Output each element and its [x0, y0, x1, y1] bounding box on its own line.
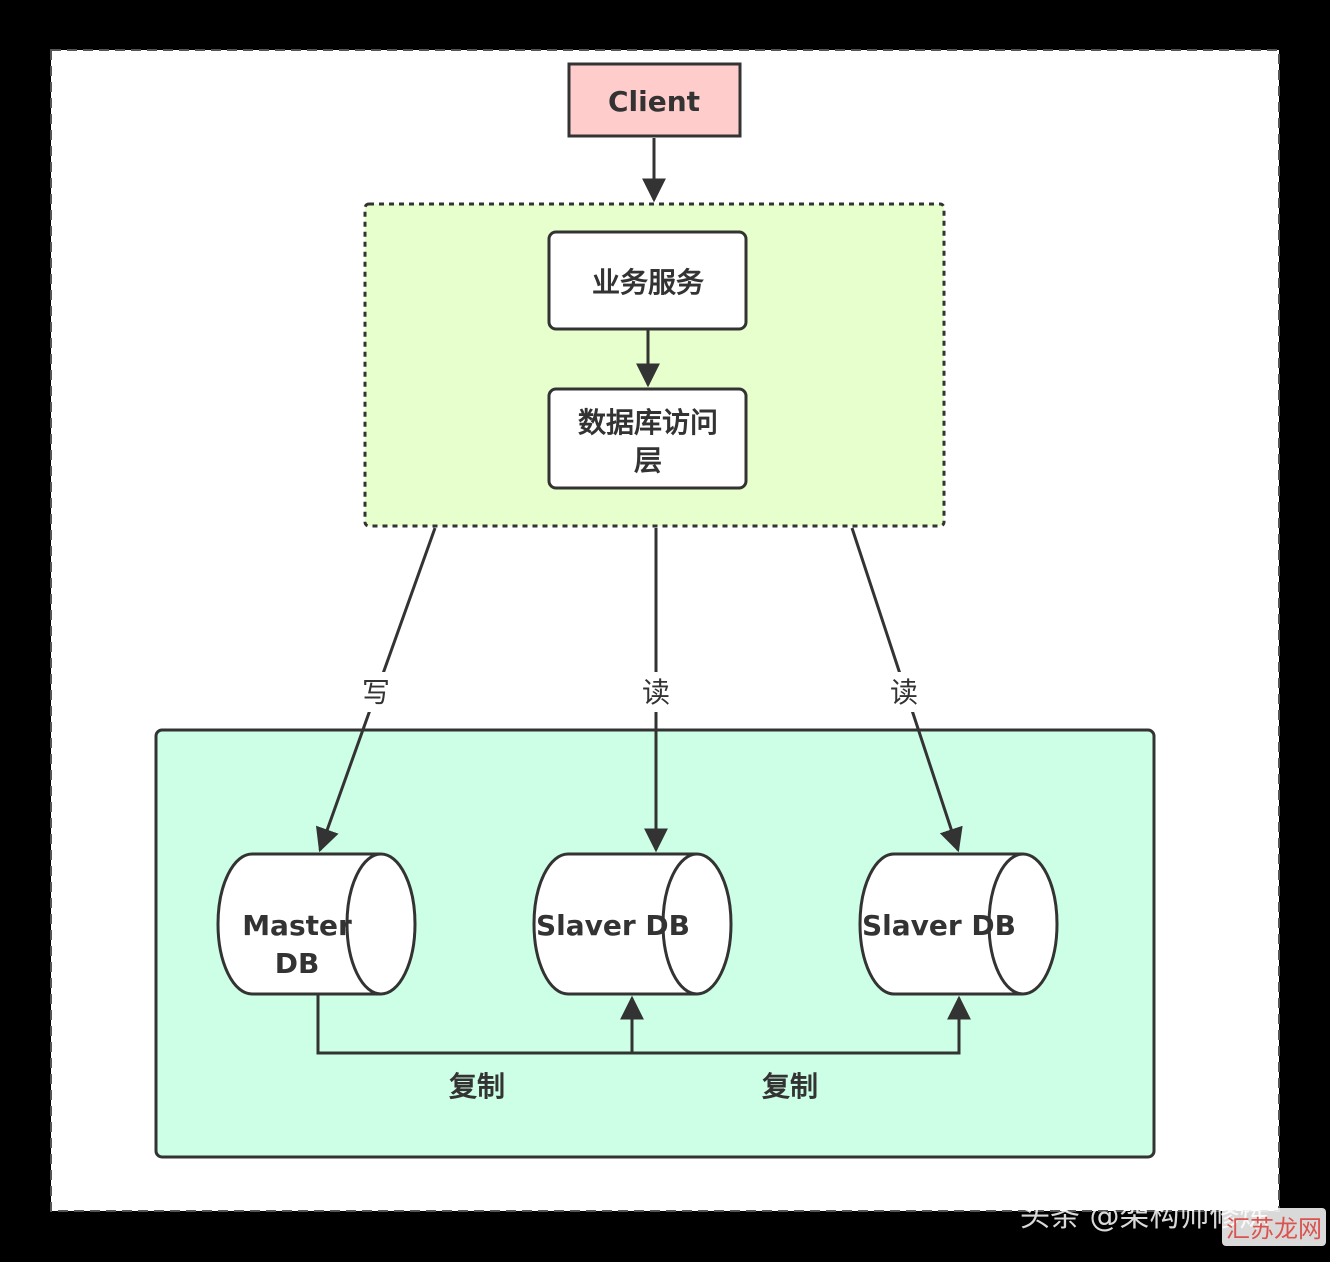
slaver-db-1-node: Slaver DB: [532, 852, 733, 996]
watermark-logo-text: 汇苏龙网: [1226, 1215, 1322, 1243]
business-service-node: 业务服务: [547, 230, 748, 331]
edge-write-label: 写: [362, 676, 390, 709]
db-access-layer-label-line1: 数据库访问: [578, 406, 718, 439]
slaver-db-1-label: Slaver DB: [536, 909, 690, 942]
edge-write-label-bg: [358, 672, 394, 712]
edge-replicate-2-label: 复制: [762, 1070, 818, 1103]
edge-replicate-1: [316, 995, 644, 1055]
client-label: Client: [608, 85, 700, 118]
edge-read-1-label-bg: [638, 672, 674, 712]
edge-read-2-label: 读: [890, 676, 918, 709]
master-db-node: Master DB: [216, 852, 417, 996]
client-node: Client: [567, 62, 742, 138]
master-db-label-line1: Master: [242, 909, 352, 942]
edge-replicate-2: [632, 995, 971, 1055]
slaver-db-2-node: Slaver DB: [858, 852, 1059, 996]
watermark-logo-bg: [1222, 1208, 1326, 1246]
db-access-layer-label-line2: 层: [634, 444, 662, 477]
master-db-label-line2: DB: [275, 947, 320, 980]
db-access-layer-node: 数据库访问 层: [547, 387, 748, 490]
edge-read-2-label-bg: [886, 672, 922, 712]
slaver-db-2-label: Slaver DB: [862, 909, 1016, 942]
edge-replicate-1-label: 复制: [449, 1070, 505, 1103]
business-service-label: 业务服务: [592, 266, 704, 299]
edge-read-1-label: 读: [642, 676, 670, 709]
